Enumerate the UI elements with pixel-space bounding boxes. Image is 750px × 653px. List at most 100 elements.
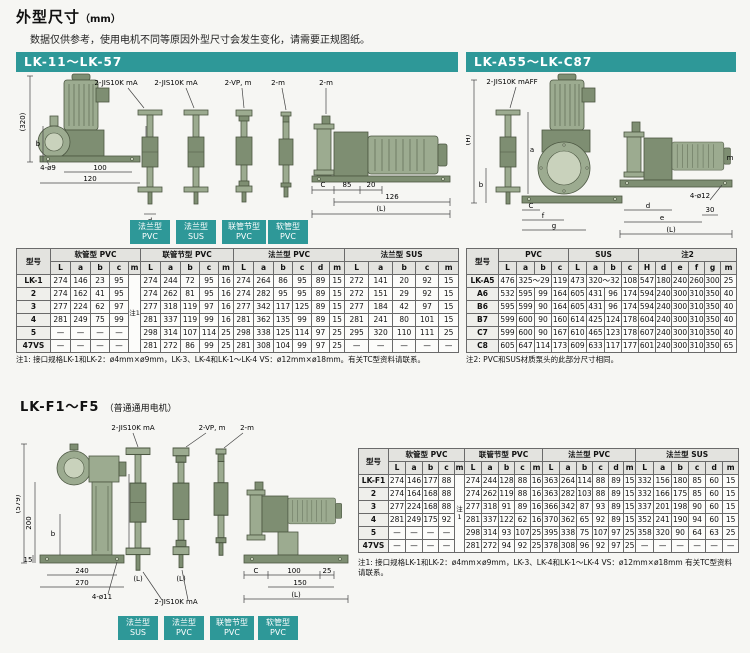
header-cell: 法兰型 SUS (344, 248, 460, 262)
side-view-dimensions: C 85 20 126 (L) (311, 181, 451, 218)
header-cell: 注2 (638, 248, 738, 262)
header-cell: L (344, 261, 370, 275)
dim-cell: — (90, 339, 110, 353)
dim-cell: 88 (438, 487, 455, 501)
header-cell: d (311, 261, 331, 275)
dim-cell: 300 (704, 274, 722, 288)
dim-cell: 272 (160, 339, 182, 353)
dim-cell: 15 (438, 300, 460, 314)
dim-cell: 89 (311, 313, 331, 327)
header-cell: c (438, 461, 455, 475)
dim-cell: 25 (720, 274, 738, 288)
dim-cell: 87 (576, 500, 594, 514)
page-title-unit: （mm） (80, 14, 121, 25)
dim-cell: — (50, 339, 71, 353)
header-cell: 软管型 PVC (49, 248, 142, 262)
dim-cell: 272 (344, 287, 370, 301)
dim-label-g: g (552, 222, 556, 230)
dim-label-C: C (321, 181, 326, 189)
dim-cell: 注1 (453, 474, 466, 553)
dim-label-H: (H) (466, 134, 472, 145)
dim-cell: 249 (405, 513, 423, 527)
header-cell: b (392, 261, 417, 275)
dim-cell: 274 (50, 287, 71, 301)
dim-cell: 16 (218, 313, 235, 327)
dim-cell: 15 (329, 300, 346, 314)
dim-cell: 92 (514, 539, 532, 553)
dim-cell: 15 (623, 500, 637, 514)
section-lka55-c87: LK-A55～LK-C87 2-JIS10K mAFF (H) a (464, 52, 738, 365)
badge-line1: 法兰型 (172, 618, 196, 627)
header-cell: 联管节型 PVC (464, 448, 544, 462)
dim-cell: 151 (368, 287, 394, 301)
lk11-57-diagram: (320) b a 4-ø9 100 120 d (16, 72, 458, 248)
dim-cell: 122 (498, 513, 516, 527)
dim-cell: 62 (514, 513, 532, 527)
dim-cell: 277 (344, 300, 370, 314)
dim-cell: 93 (592, 500, 610, 514)
model-cell: LK-1 (16, 274, 51, 288)
header-cell: c (292, 261, 313, 275)
dim-cell: 117 (273, 300, 294, 314)
dim-cell: 25 (329, 326, 346, 340)
dim-cell: 281 (50, 313, 71, 327)
header-cell: a (559, 461, 578, 475)
header-cell: d (655, 261, 673, 275)
dim-cell: 125 (273, 326, 294, 340)
dim-cell: 107 (180, 326, 201, 340)
dim-cell: 332 (635, 487, 655, 501)
dim-cell: 281 (344, 313, 370, 327)
dim-cell: — (388, 526, 406, 540)
header-cell: a (368, 261, 394, 275)
dim-cell: 175 (671, 487, 690, 501)
dim-cell: 90 (534, 313, 552, 327)
dim-cell: 16 (530, 474, 544, 488)
dim-cell: 146 (70, 274, 91, 288)
dim-cell: 601 (638, 339, 657, 353)
dim-cell: 175 (422, 513, 439, 527)
dim-cell: 60 (705, 487, 724, 501)
dim-cell: 89 (311, 274, 331, 288)
dim-cell: 97 (109, 300, 129, 314)
dim-cell: 88 (514, 474, 532, 488)
dim-label-25: 25 (323, 567, 332, 575)
dim-cell: 40 (720, 287, 738, 301)
dim-cell: 547 (638, 274, 657, 288)
header-cell: PVC (498, 248, 569, 262)
dim-cell: 168 (422, 487, 439, 501)
header-cell: b (90, 261, 110, 275)
dim-cell: 224 (405, 500, 423, 514)
dim-cell: 281 (233, 339, 255, 353)
dim-cell: 164 (551, 300, 569, 314)
dim-cell: 174 (620, 287, 640, 301)
dim-cell: 352 (635, 513, 655, 527)
dim-cell: 156 (653, 474, 673, 488)
dim-cell: 41 (90, 287, 110, 301)
dim-cell: 119 (498, 487, 516, 501)
dim-cell: — (388, 539, 406, 553)
dim-cell: 92 (592, 513, 610, 527)
page-title: 外型尺寸（mm） (16, 6, 121, 27)
model-cell: 5 (16, 326, 51, 340)
dim-cell: — (392, 339, 417, 353)
type-badge-flange-pvc: 法兰型 PVC (130, 220, 170, 244)
badge-line1: 法兰型 (184, 222, 208, 231)
header-cell: m (438, 261, 460, 275)
dim-cell: 274 (140, 274, 162, 288)
dim-cell: 274 (388, 487, 406, 501)
dim-cell: 609 (568, 339, 587, 353)
dim-label-b: b (51, 530, 56, 538)
lkf1-f5-note: 注1: 接口规格LK-1和LK-2：ø4mm×ø9mm，LK-3、LK-4和LK… (358, 558, 732, 578)
dim-cell: 262 (160, 287, 182, 301)
dim-cell: 65 (576, 513, 594, 527)
dim-cell: 166 (653, 487, 673, 501)
header-cell: m (218, 261, 235, 275)
header-cell: m (127, 261, 142, 275)
header-cell: 型号 (466, 248, 499, 275)
connection-columns (137, 109, 294, 205)
